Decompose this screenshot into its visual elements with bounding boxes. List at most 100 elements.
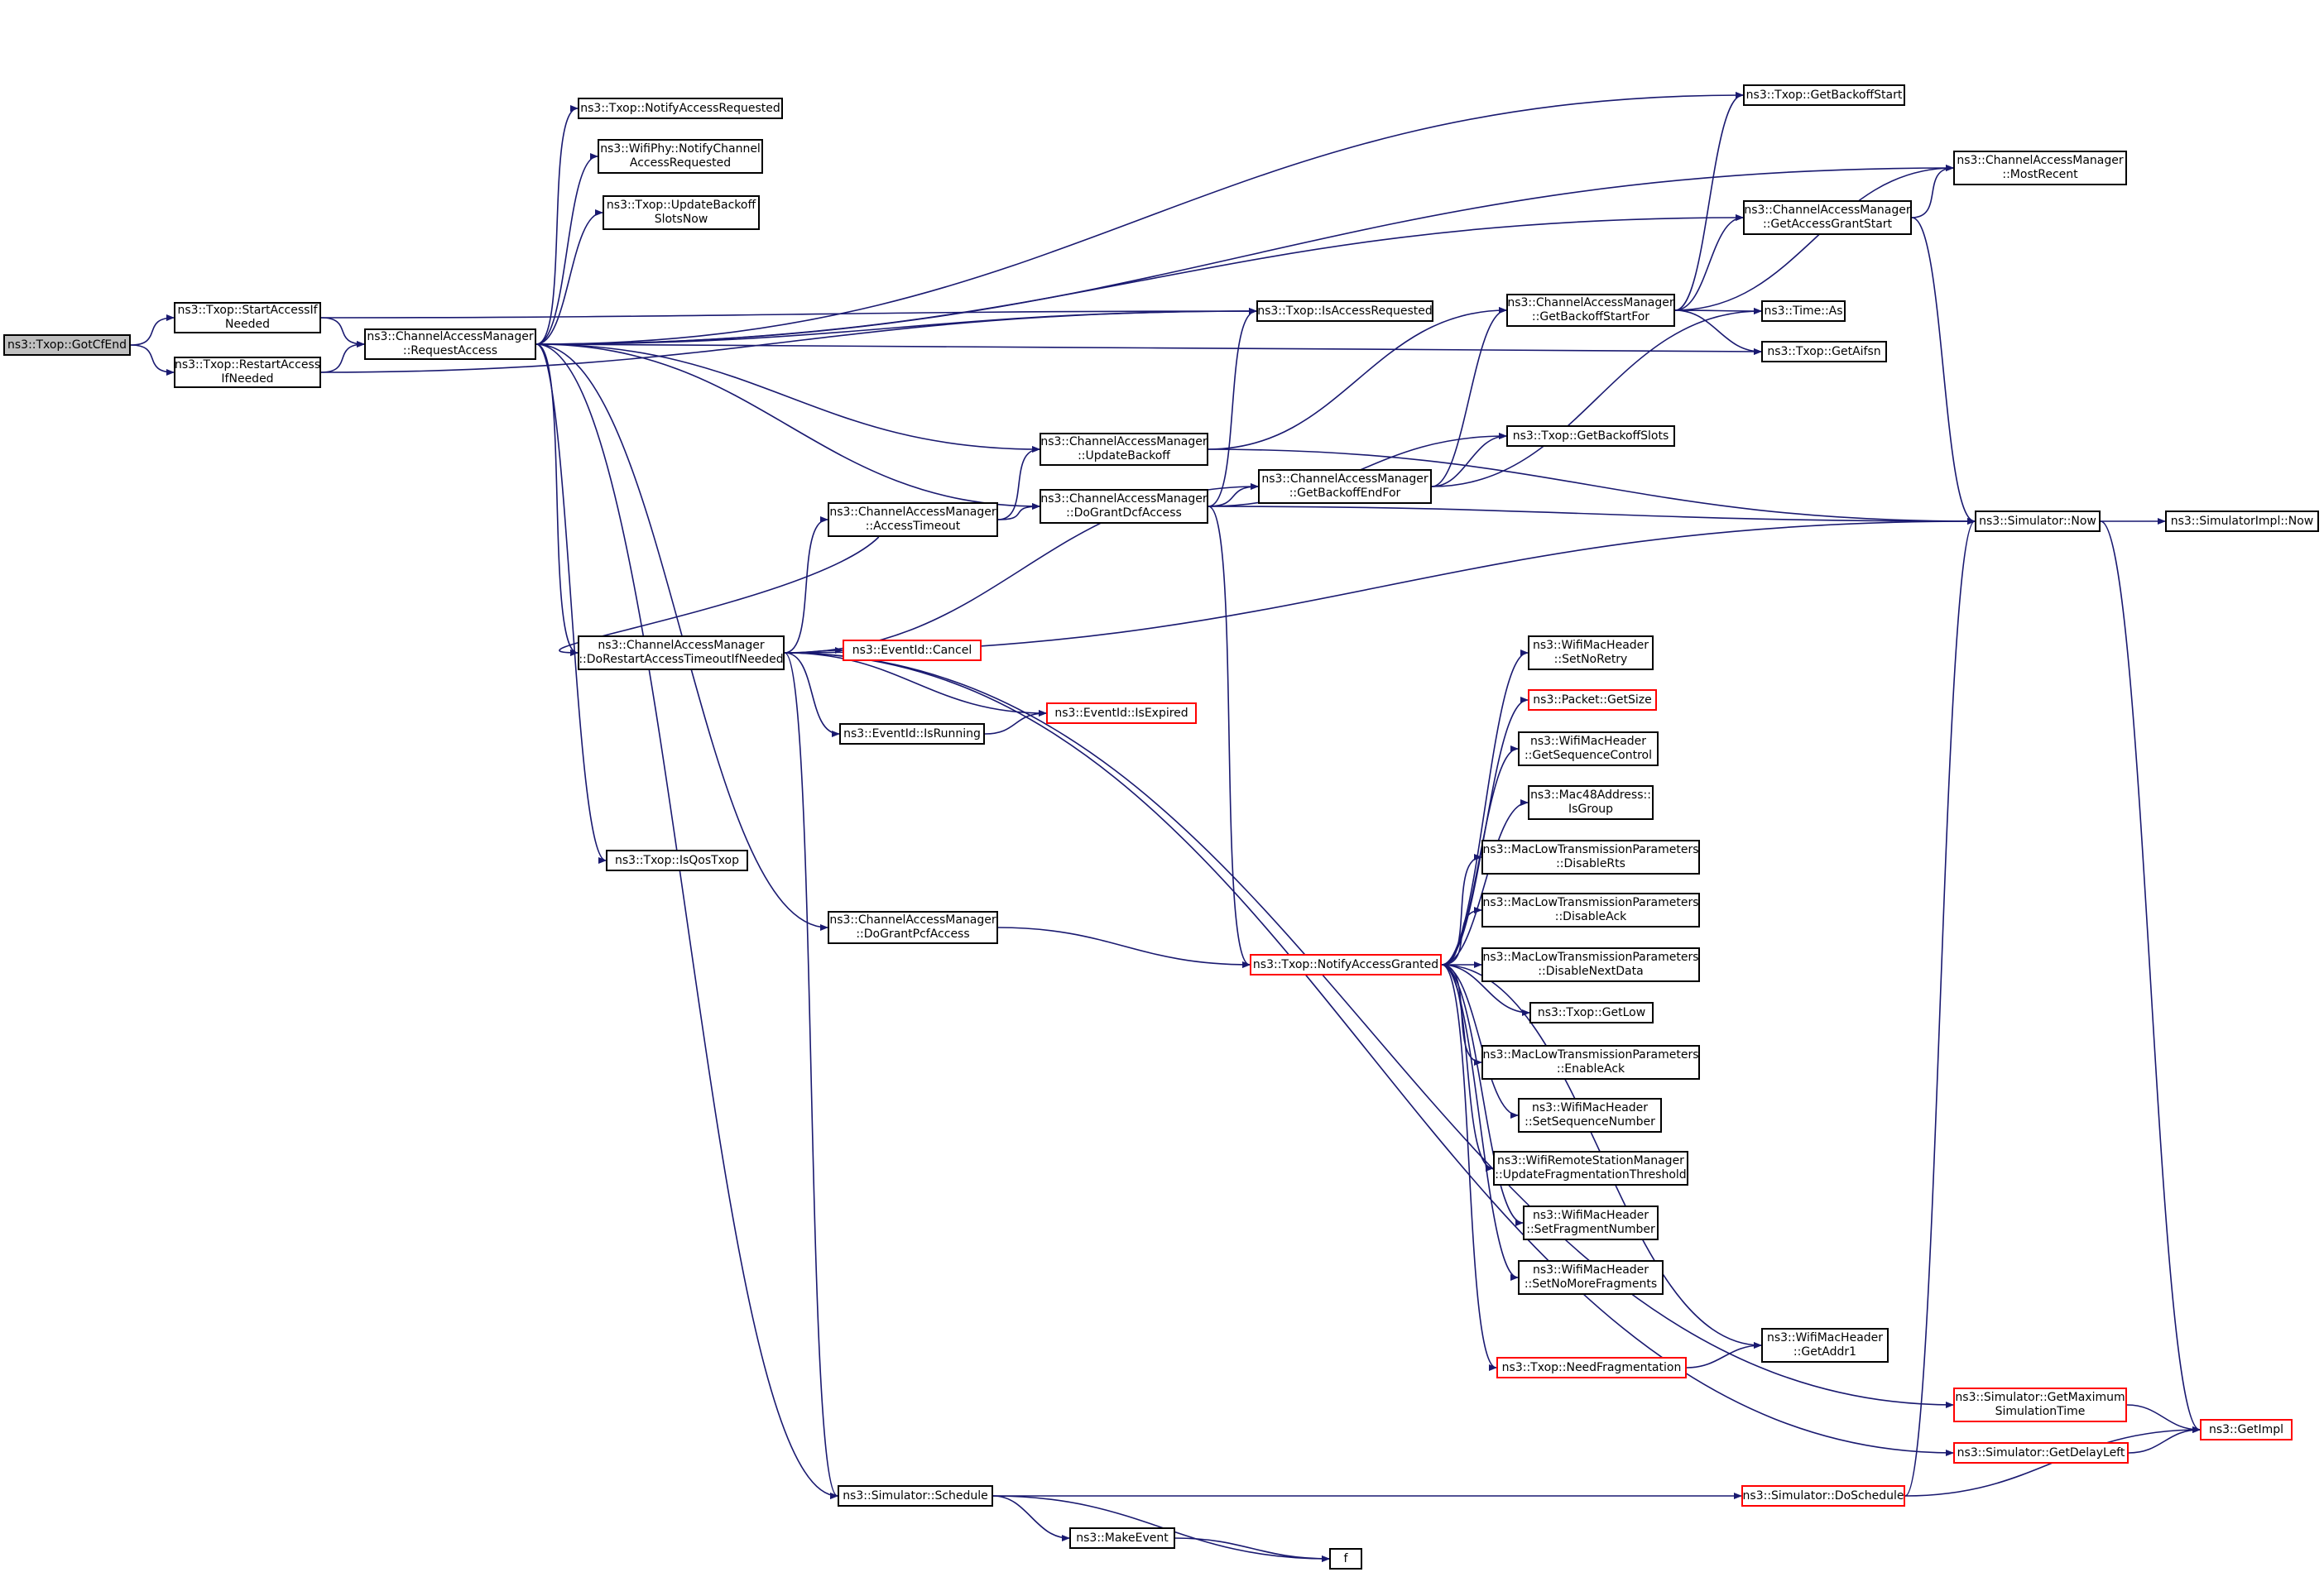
node-packetgetsize[interactable]: ns3::Packet::GetSize (1528, 689, 1657, 711)
node-isaccessrequested[interactable]: ns3::Txop::IsAccessRequested (1256, 300, 1433, 322)
node-eventisexpired[interactable]: ns3::EventId::IsExpired (1046, 702, 1197, 724)
node-isgroup[interactable]: ns3::Mac48Address:: IsGroup (1528, 785, 1654, 820)
edge-startaccess-to-requestaccess (320, 317, 365, 348)
node-simnow[interactable]: ns3::Simulator::Now (1975, 510, 2101, 532)
node-getlow[interactable]: ns3::Txop::GetLow (1529, 1002, 1654, 1023)
edge-getmaxsimtime-to-getimpl (2126, 1404, 2201, 1433)
node-disableack[interactable]: ns3::MacLowTransmissionParameters ::Disa… (1481, 893, 1700, 928)
node-gotcfend[interactable]: ns3::Txop::GotCfEnd (3, 334, 131, 356)
node-accesstimeout[interactable]: ns3::ChannelAccessManager ::AccessTimeou… (828, 502, 998, 537)
node-disablerts[interactable]: ns3::MacLowTransmissionParameters ::Disa… (1481, 840, 1700, 875)
node-disablenextdata[interactable]: ns3::MacLowTransmissionParameters ::Disa… (1481, 947, 1700, 982)
edge-getaccessgrantstart-to-simnow (1911, 217, 1976, 525)
node-getdelayleft[interactable]: ns3::Simulator::GetDelayLeft (1953, 1442, 2129, 1464)
edge-gotcfend-to-restartaccess (130, 344, 175, 376)
node-updatefrag[interactable]: ns3::WifiRemoteStationManager ::UpdateFr… (1493, 1151, 1688, 1186)
edge-accesstimeout-to-dorestart (559, 536, 880, 656)
node-dorestart[interactable]: ns3::ChannelAccessManager ::DoRestartAcc… (578, 635, 785, 670)
node-notifyaccessrequested[interactable]: ns3::Txop::NotifyAccessRequested (578, 98, 783, 119)
edge-accesstimeout-to-updatebackoff (997, 446, 1040, 520)
edge-requestaccess-to-updatebackoff (535, 343, 1040, 453)
node-eventisrunning[interactable]: ns3::EventId::IsRunning (839, 723, 985, 745)
node-schedule[interactable]: ns3::Simulator::Schedule (838, 1485, 993, 1507)
edge-doschedule-to-simnow (1904, 518, 1976, 1497)
edge-getbackoffstartfor-to-getaccessgrantstart (1674, 214, 1744, 311)
edge-notifyaccessgranted-to-setseqnum (1441, 964, 1519, 1119)
node-getbackoffstartfor[interactable]: ns3::ChannelAccessManager ::GetBackoffSt… (1506, 294, 1675, 327)
node-getbackoffslots[interactable]: ns3::Txop::GetBackoffSlots (1506, 425, 1675, 447)
edge-requestaccess-to-getaccessgrantstart (535, 214, 1744, 345)
edge-notifyaccessgranted-to-isgroup (1441, 799, 1529, 966)
node-setseqnum[interactable]: ns3::WifiMacHeader ::SetSequenceNumber (1518, 1098, 1662, 1133)
edge-notifyaccessgranted-to-disableack (1441, 907, 1482, 966)
node-restartaccess[interactable]: ns3::Txop::RestartAccess IfNeeded (174, 357, 321, 388)
node-enableack[interactable]: ns3::MacLowTransmissionParameters ::Enab… (1481, 1045, 1700, 1080)
edge-requestaccess-to-notifyaccessrequested (535, 105, 579, 345)
edge-dograntdcf-to-isaccessrequested (1208, 308, 1257, 507)
edge-dorestart-to-schedule (784, 652, 838, 1499)
edge-dograntdcf-to-notifyaccessgranted (1208, 506, 1251, 968)
edge-dorestart-to-simnow (784, 518, 1976, 654)
node-updatebackoffslots[interactable]: ns3::Txop::UpdateBackoff SlotsNow (603, 195, 760, 230)
edge-dorestart-to-accesstimeout (784, 516, 828, 654)
node-getmaxsimtime[interactable]: ns3::Simulator::GetMaximum SimulationTim… (1953, 1388, 2127, 1422)
edge-dorestart-to-eventisrunning (784, 652, 840, 737)
node-wifiphynotify[interactable]: ns3::WifiPhy::NotifyChannel AccessReques… (598, 139, 763, 174)
edge-eventisrunning-to-eventisexpired (984, 710, 1047, 735)
node-getaddr1[interactable]: ns3::WifiMacHeader ::GetAddr1 (1761, 1328, 1889, 1363)
edge-accesstimeout-to-dograntdcf (997, 503, 1040, 520)
node-getimpl[interactable]: ns3::GetImpl (2200, 1419, 2293, 1440)
edge-notifyaccessgranted-to-setnomorefrag (1441, 964, 1519, 1281)
edge-requestaccess-to-schedule (535, 343, 838, 1499)
edge-makeevent-to-f (1174, 1537, 1330, 1562)
edge-needfrag-to-getaddr1 (1686, 1342, 1762, 1368)
edge-schedule-to-makeevent (992, 1495, 1070, 1541)
node-f[interactable]: f (1329, 1548, 1362, 1570)
node-getseqctrl[interactable]: ns3::WifiMacHeader ::GetSequenceControl (1518, 731, 1659, 766)
edge-notifyaccessgranted-to-setfragnum (1441, 964, 1524, 1226)
edge-dorestart-to-getdelayleft (784, 652, 1954, 1456)
node-getaifsn[interactable]: ns3::Txop::GetAifsn (1761, 341, 1887, 362)
node-isqostxop[interactable]: ns3::Txop::IsQosTxop (606, 850, 748, 871)
node-timeas[interactable]: ns3::Time::As (1761, 300, 1846, 322)
edge-dograntpcf-to-notifyaccessgranted (997, 927, 1251, 968)
node-getaccessgrantstart[interactable]: ns3::ChannelAccessManager ::GetAccessGra… (1743, 200, 1912, 235)
edge-getbackoffendfor-to-timeas (1431, 308, 1762, 487)
node-setnomorefrag[interactable]: ns3::WifiMacHeader ::SetNoMoreFragments (1518, 1260, 1664, 1295)
node-doschedule[interactable]: ns3::Simulator::DoSchedule (1741, 1485, 1905, 1507)
edge-notifyaccessgranted-to-getlow (1441, 964, 1530, 1016)
node-eventcancel[interactable]: ns3::EventId::Cancel (843, 640, 982, 661)
node-updatebackoff[interactable]: ns3::ChannelAccessManager ::UpdateBackof… (1040, 433, 1208, 466)
edge-requestaccess-to-dograntdcf (535, 343, 1040, 510)
node-notifyaccessgranted[interactable]: ns3::Txop::NotifyAccessGranted (1250, 954, 1442, 975)
edge-startaccess-to-isaccessrequested (320, 308, 1257, 319)
edge-requestaccess-to-dorestart (535, 343, 579, 656)
node-simimplnow[interactable]: ns3::SimulatorImpl::Now (2165, 510, 2319, 532)
node-getbackoffstart[interactable]: ns3::Txop::GetBackoffStart (1743, 84, 1905, 106)
edge-notifyaccessgranted-to-disablerts (1441, 854, 1482, 966)
node-makeevent[interactable]: ns3::MakeEvent (1069, 1527, 1175, 1549)
node-dograntdcf[interactable]: ns3::ChannelAccessManager ::DoGrantDcfAc… (1040, 489, 1208, 524)
edge-notifyaccessgranted-to-updatefrag (1441, 964, 1494, 1172)
node-setnoretry[interactable]: ns3::WifiMacHeader ::SetNoRetry (1528, 635, 1654, 670)
edge-requestaccess-to-isqostxop (535, 343, 607, 864)
edge-restartaccess-to-requestaccess (320, 341, 365, 373)
node-setfragnum[interactable]: ns3::WifiMacHeader ::SetFragmentNumber (1523, 1206, 1659, 1240)
edge-simnow-to-getimpl (2100, 520, 2201, 1433)
edge-getaccessgrantstart-to-mostrecent (1911, 165, 1954, 218)
node-requestaccess[interactable]: ns3::ChannelAccessManager ::RequestAcces… (364, 328, 536, 360)
node-mostrecent[interactable]: ns3::ChannelAccessManager ::MostRecent (1953, 151, 2127, 185)
edge-dorestart-to-getmaxsimtime (784, 652, 1954, 1408)
node-startaccess[interactable]: ns3::Txop::StartAccessIf Needed (174, 302, 321, 333)
edge-getbackoffendfor-to-getbackoffstartfor (1431, 307, 1507, 487)
edge-dorestart-to-eventisexpired (784, 652, 1047, 717)
edge-requestaccess-to-updatebackoffslots (535, 209, 603, 345)
node-dograntpcf[interactable]: ns3::ChannelAccessManager ::DoGrantPcfAc… (828, 911, 998, 944)
edge-getdelayleft-to-getimpl (2128, 1426, 2201, 1454)
edge-getbackoffendfor-to-getbackoffslots (1431, 433, 1507, 487)
edge-notifyaccessgranted-to-needfrag (1441, 964, 1497, 1371)
node-needfrag[interactable]: ns3::Txop::NeedFragmentation (1496, 1357, 1687, 1378)
node-getbackoffendfor[interactable]: ns3::ChannelAccessManager ::GetBackoffEn… (1258, 469, 1432, 504)
